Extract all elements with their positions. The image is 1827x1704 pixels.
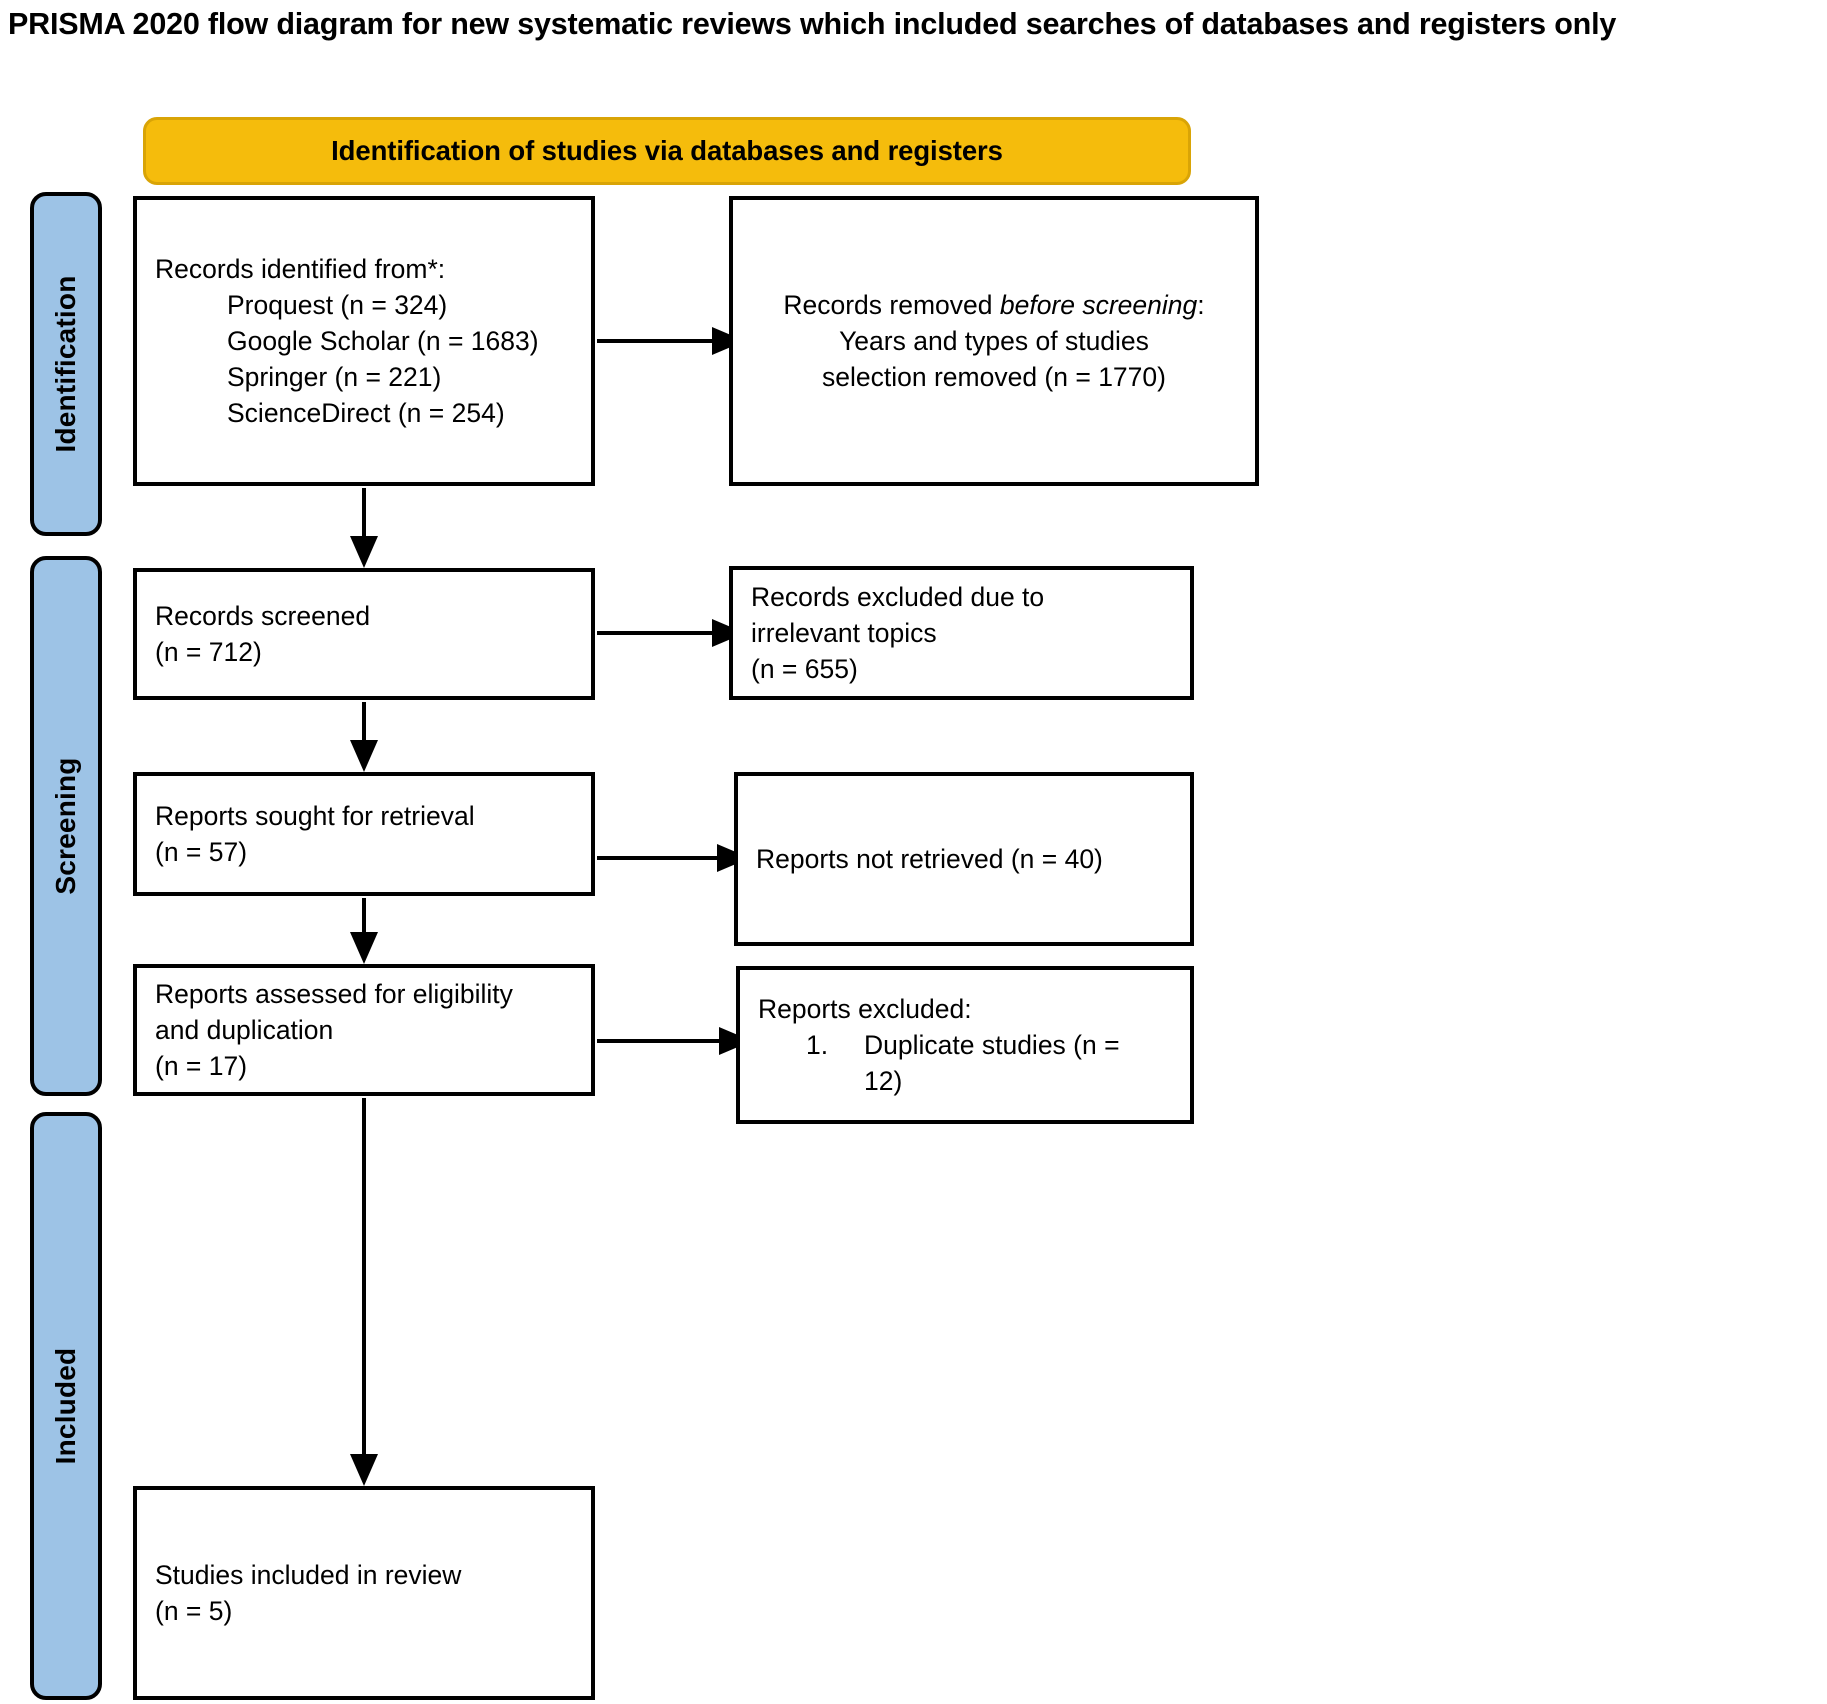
reports-sought-line1: Reports sought for retrieval bbox=[155, 801, 475, 831]
box-studies-included-in-review: Studies included in review (n = 5) bbox=[133, 1486, 595, 1700]
reports-excluded-item-1-text: Duplicate studies (n = 12) bbox=[864, 1027, 1172, 1099]
records-removed-line3: selection removed (n = 1770) bbox=[822, 362, 1166, 392]
stage-bar-included: Included bbox=[30, 1112, 102, 1700]
stage-bar-screening-label: Screening bbox=[50, 757, 81, 895]
reports-assessed-line2: and duplication bbox=[155, 1015, 334, 1045]
records-excluded-line1: Records excluded due to bbox=[751, 582, 1045, 612]
reports-not-retrieved-line1: Reports not retrieved (n = 40) bbox=[756, 844, 1103, 874]
records-identified-source-proquest: Proquest (n = 324) bbox=[227, 290, 448, 320]
box-records-excluded: Records excluded due to irrelevant topic… bbox=[729, 566, 1194, 700]
records-identified-source-springer: Springer (n = 221) bbox=[227, 362, 442, 392]
reports-excluded-item-1-number: 1. bbox=[806, 1030, 829, 1060]
box-records-removed-before-screening: Records removed before screening: Years … bbox=[729, 196, 1259, 486]
identification-header-banner: Identification of studies via databases … bbox=[143, 117, 1191, 185]
records-removed-line1: Records removed before screening: bbox=[757, 287, 1231, 323]
box-reports-sought-for-retrieval: Reports sought for retrieval (n = 57) bbox=[133, 772, 595, 896]
reports-excluded-item-1-text-line1: Duplicate studies (n = bbox=[864, 1030, 1120, 1060]
box-records-identified: Records identified from*: Proquest (n = … bbox=[133, 196, 595, 486]
page-title: PRISMA 2020 flow diagram for new systema… bbox=[8, 7, 1617, 41]
reports-assessed-count: (n = 17) bbox=[155, 1051, 248, 1081]
records-identified-heading: Records identified from*: bbox=[155, 254, 446, 284]
records-excluded-line2: irrelevant topics bbox=[751, 618, 937, 648]
stage-bar-included-label: Included bbox=[50, 1347, 81, 1465]
stage-bar-screening: Screening bbox=[30, 556, 102, 1096]
records-removed-line1-plain: Records removed bbox=[783, 290, 1000, 320]
records-identified-source-google-scholar: Google Scholar (n = 1683) bbox=[227, 326, 539, 356]
records-identified-source-sciencedirect: ScienceDirect (n = 254) bbox=[227, 398, 505, 428]
box-reports-assessed-for-eligibility: Reports assessed for eligibility and dup… bbox=[133, 964, 595, 1096]
box-records-screened: Records screened (n = 712) bbox=[133, 568, 595, 700]
box-reports-not-retrieved: Reports not retrieved (n = 40) bbox=[734, 772, 1194, 946]
stage-bar-identification-label: Identification bbox=[50, 275, 81, 453]
reports-sought-count: (n = 57) bbox=[155, 837, 248, 867]
reports-assessed-line1: Reports assessed for eligibility bbox=[155, 979, 513, 1009]
records-removed-line1-tail: : bbox=[1197, 290, 1205, 320]
records-excluded-count: (n = 655) bbox=[751, 654, 858, 684]
records-removed-line2: Years and types of studies bbox=[839, 326, 1149, 356]
box-reports-excluded: Reports excluded: 1. Duplicate studies (… bbox=[736, 966, 1194, 1124]
identification-header-label: Identification of studies via databases … bbox=[331, 135, 1003, 166]
studies-included-count: (n = 5) bbox=[155, 1596, 233, 1626]
records-removed-line1-italic: before screening bbox=[999, 290, 1198, 320]
records-screened-count: (n = 712) bbox=[155, 637, 262, 667]
reports-excluded-item-1-text-line2: 12) bbox=[864, 1066, 903, 1096]
studies-included-line1: Studies included in review bbox=[155, 1560, 462, 1590]
records-screened-line1: Records screened bbox=[155, 601, 371, 631]
reports-excluded-heading: Reports excluded: bbox=[758, 994, 972, 1024]
reports-excluded-item-1: 1. Duplicate studies (n = 12) bbox=[758, 1027, 1172, 1099]
stage-bar-identification: Identification bbox=[30, 192, 102, 536]
